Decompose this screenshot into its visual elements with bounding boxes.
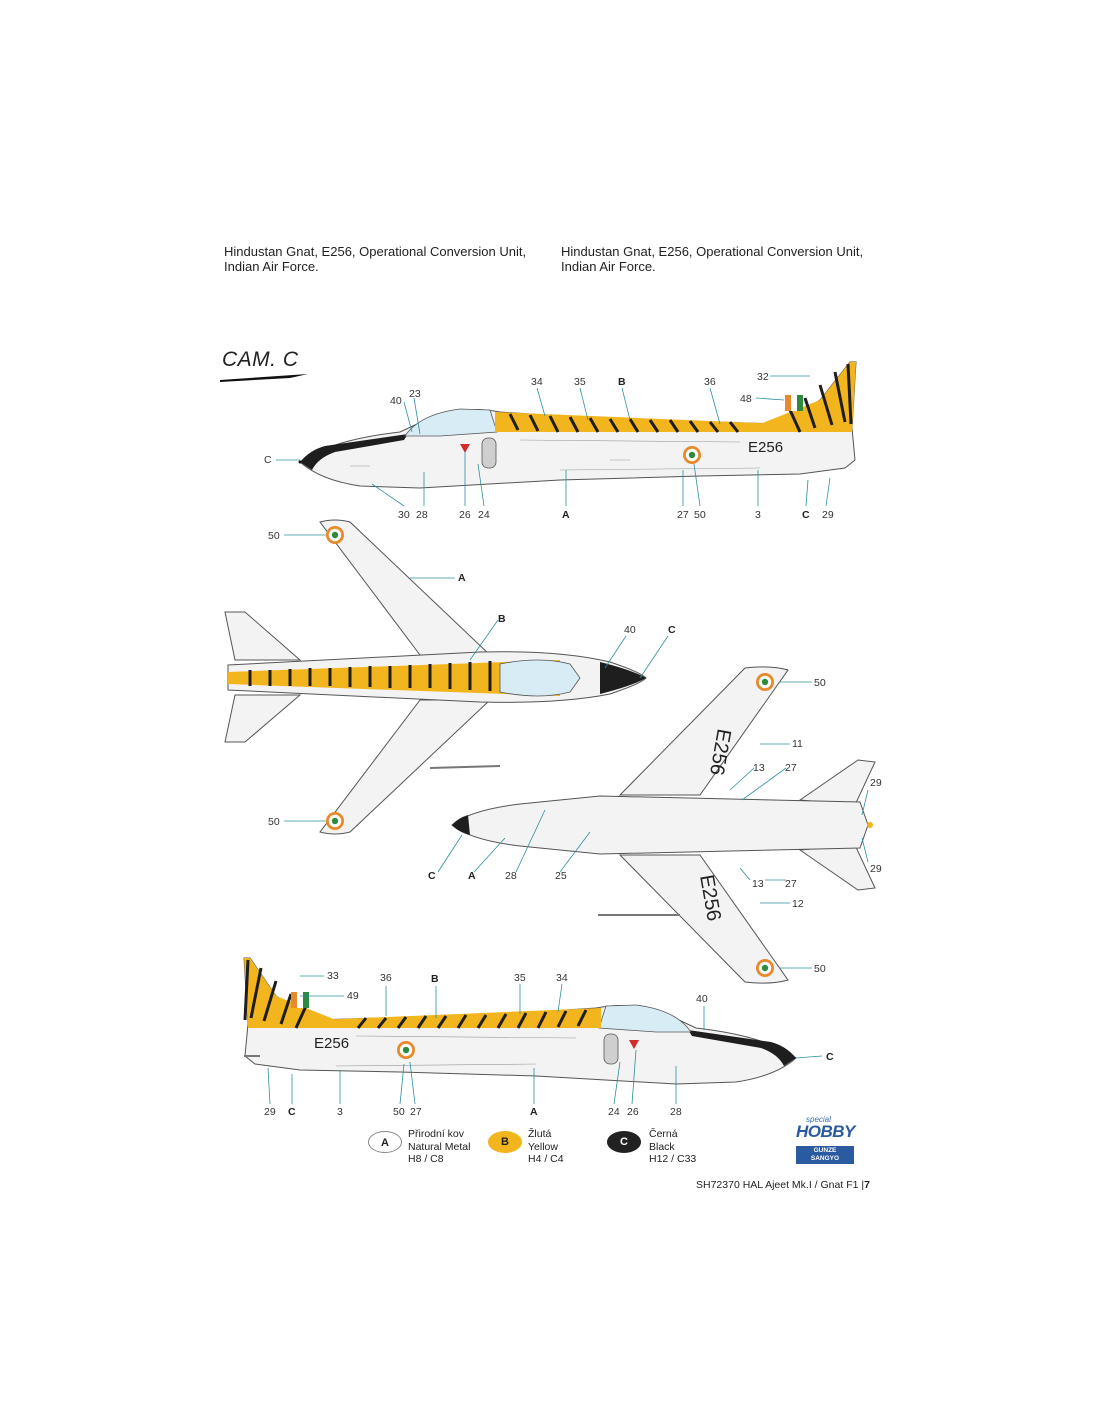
legend-a-codes: H8 / C8 — [408, 1153, 444, 1165]
legend-a-english: Natural Metal — [408, 1140, 471, 1153]
lower-label-50: 50 — [393, 1106, 405, 1118]
bottom-label-27: 27 — [785, 762, 797, 774]
page-footer: SH72370 HAL Ajeet Mk.I / Gnat F1 |7 — [696, 1179, 870, 1191]
bottom-label-13: 13 — [753, 762, 765, 774]
label-40: 40 — [390, 395, 402, 407]
lower-label-40: 40 — [696, 993, 708, 1005]
label-26: 26 — [459, 509, 471, 521]
legend-c-english: Black — [649, 1140, 675, 1153]
legend-swatch-b: B — [488, 1131, 522, 1153]
bottom-label-28: 28 — [505, 870, 517, 882]
bottom-label-c: C — [428, 870, 436, 882]
bottom-label-11: 11 — [792, 738, 803, 750]
page-number: 7 — [864, 1179, 870, 1191]
label-b: B — [618, 376, 626, 388]
lower-label-49: 49 — [347, 990, 359, 1002]
bottom-label-29-2: 29 — [870, 863, 882, 875]
top-label-40: 40 — [624, 624, 636, 636]
lower-label-c: C — [826, 1051, 834, 1063]
lower-label-27: 27 — [410, 1106, 422, 1118]
legend-c-codes: H12 / C33 — [649, 1153, 697, 1165]
lower-label-3: 3 — [337, 1106, 343, 1118]
legend-swatch-c: C — [607, 1131, 641, 1153]
bottom-label-13-2: 13 — [752, 878, 764, 890]
legend-c-czech: Černá — [649, 1128, 678, 1140]
legend-item-c: Černá Black H12 / C33 — [649, 1128, 696, 1166]
label-29: 29 — [822, 509, 834, 521]
caption-left: Hindustan Gnat, E256, Operational Conver… — [224, 244, 527, 274]
legend-item-a: Přirodní kov Natural Metal H8 / C8 — [408, 1128, 470, 1166]
bottom-label-29: 29 — [870, 777, 882, 789]
top-label-a: A — [458, 572, 466, 584]
label-30: 30 — [398, 509, 410, 521]
label-32: 32 — [757, 371, 769, 383]
label-a: A — [562, 509, 570, 521]
lower-label-24: 24 — [608, 1106, 620, 1118]
top-view — [224, 519, 647, 835]
legend-a-czech: Přirodní kov — [408, 1128, 465, 1140]
lower-label-26: 26 — [627, 1106, 639, 1118]
logo-gunze-text: GUNZE — [813, 1147, 837, 1154]
top-label-50: 50 — [268, 530, 280, 542]
bottom-label-12: 12 — [792, 898, 804, 910]
logo-hobby-text: HOBBY — [796, 1122, 855, 1141]
label-c: C — [264, 454, 272, 466]
label-27: 27 — [677, 509, 689, 521]
label-3: 3 — [755, 509, 761, 521]
gunze-sangyo-logo: GUNZE SANGYO — [796, 1146, 854, 1164]
bottom-label-a: A — [468, 870, 476, 882]
legend-b-codes: H4 / C4 — [528, 1153, 564, 1165]
label-24: 24 — [478, 509, 490, 521]
lower-label-34: 34 — [556, 972, 568, 984]
label-c-2: C — [802, 509, 810, 521]
legend-b-english: Yellow — [528, 1140, 558, 1153]
logo-sangyo-text: SANGYO — [810, 1155, 840, 1162]
top-label-c: C — [668, 624, 676, 636]
bottom-label-50: 50 — [814, 677, 826, 689]
bottom-label-25: 25 — [555, 870, 567, 882]
footer-text: SH72370 HAL Ajeet Mk.I / Gnat F1 — [696, 1179, 859, 1191]
lower-label-33: 33 — [327, 970, 339, 982]
lower-label-28: 28 — [670, 1106, 682, 1118]
lower-label-c-2: C — [288, 1106, 296, 1118]
bottom-label-50-2: 50 — [814, 963, 826, 975]
bottom-view: E256 E256 — [451, 666, 876, 984]
lower-label-36: 36 — [380, 972, 392, 984]
label-34: 34 — [531, 376, 543, 388]
top-label-b: B — [498, 613, 506, 625]
top-label-50-2: 50 — [268, 816, 280, 828]
lower-label-b: B — [431, 973, 439, 985]
legend-b-czech: Žlutá — [528, 1128, 552, 1140]
side-serial-top: E256 — [748, 439, 783, 456]
title-underline — [220, 374, 308, 382]
bottom-label-27-2: 27 — [785, 878, 797, 890]
label-50: 50 — [694, 509, 706, 521]
lower-label-35: 35 — [514, 972, 526, 984]
special-hobby-logo: special HOBBY — [796, 1115, 855, 1141]
side-serial-bottom: E256 — [314, 1035, 349, 1052]
lower-label-29: 29 — [264, 1106, 276, 1118]
side-view-left-facing: E256 — [298, 361, 857, 489]
legend-item-b: Žlutá Yellow H4 / C4 — [528, 1128, 564, 1166]
label-28: 28 — [416, 509, 428, 521]
caption-right: Hindustan Gnat, E256, Operational Conver… — [561, 244, 864, 274]
label-35: 35 — [574, 376, 586, 388]
label-23: 23 — [409, 388, 421, 400]
side-view-right-facing: E256 — [243, 957, 797, 1085]
lower-label-a: A — [530, 1106, 538, 1118]
legend-swatch-a: A — [368, 1131, 402, 1153]
label-48: 48 — [740, 393, 752, 405]
label-36: 36 — [704, 376, 716, 388]
logo-special-text: special — [806, 1115, 831, 1124]
camouflage-title: CAM. C — [222, 348, 299, 371]
